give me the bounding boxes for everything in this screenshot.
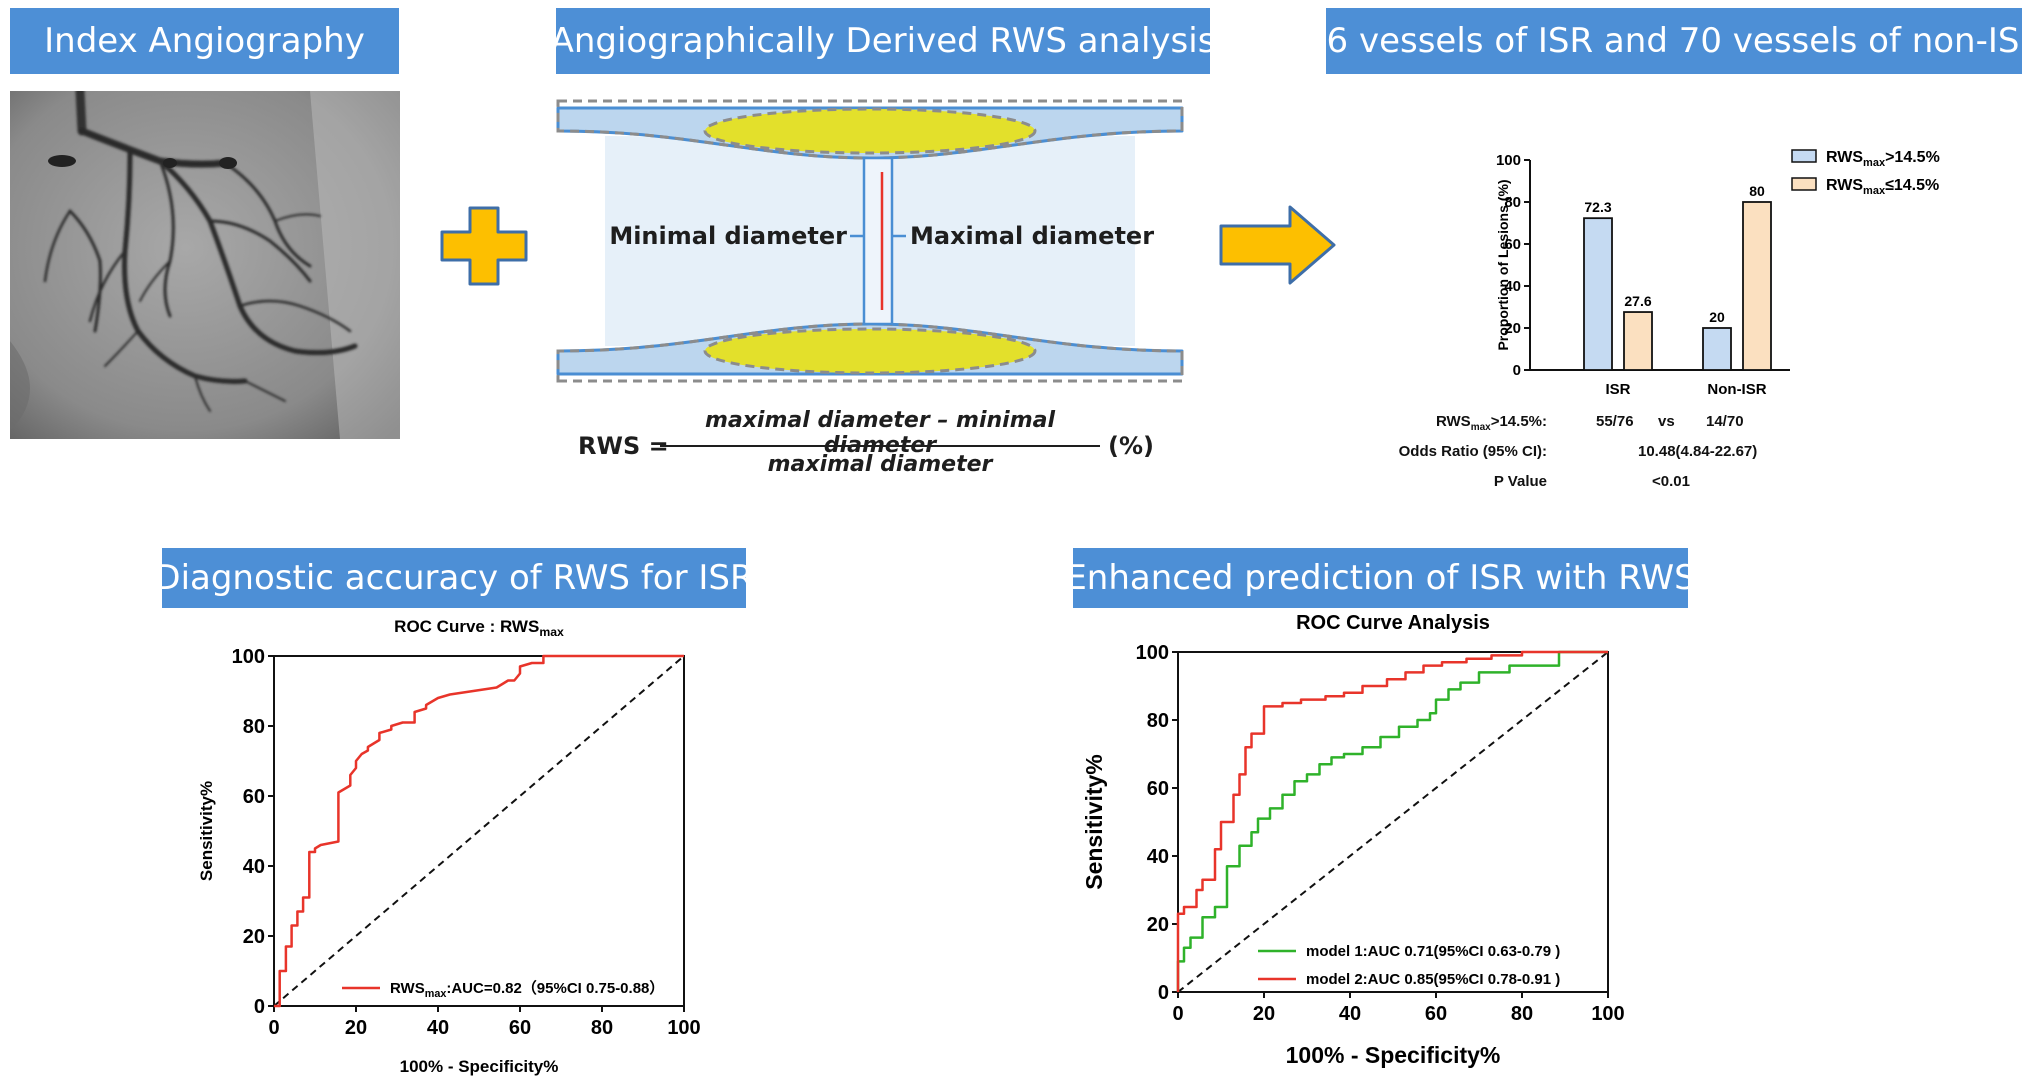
- formula-fraction-bar: [660, 445, 1100, 447]
- banner-vessels: 76 vessels of ISR and 70 vessels of non-…: [1305, 8, 2031, 74]
- x-tick-label: 40: [427, 1017, 449, 1039]
- formula-numerator: maximal diameter – minimal diameter: [704, 408, 1056, 458]
- y-tick-label: 60: [243, 786, 265, 808]
- x-tick-label: 80: [1511, 1003, 1533, 1025]
- legend-label: model 2:AUC 0.85(95%CI 0.78-0.91 ): [1306, 971, 1560, 988]
- stats-nonisr-count: 14/70: [1706, 413, 1744, 430]
- x-tick-label: 100: [667, 1017, 700, 1039]
- formula-unit: (%): [1108, 432, 1154, 460]
- y-tick-label: 20: [1504, 320, 1521, 337]
- bar: [1702, 327, 1732, 371]
- bar-value-label: 27.6: [1624, 293, 1651, 309]
- y-axis-label: Sensitivity%: [1081, 754, 1107, 890]
- y-tick-label: 0: [254, 996, 265, 1018]
- x-axis-label: 100% - Specificity%: [1286, 1042, 1501, 1068]
- legend-swatch: [1791, 149, 1817, 163]
- roc-chart-models: 0 20 40 60 80 100 0 20 40 60 80 100 ROC Curve Analys…: [1081, 612, 1625, 1068]
- x-axis-label: 100% - Specificity%: [400, 1057, 559, 1076]
- stats-p-label: P Value: [1493, 473, 1547, 490]
- maximal-diameter-label: Maximal diameter: [910, 222, 1154, 250]
- plot-frame: [1177, 651, 1609, 993]
- category-label: Non-ISR: [1707, 381, 1766, 398]
- y-tick-label: 20: [243, 926, 265, 948]
- formula-lhs: RWS =: [578, 432, 669, 460]
- stats-or-value: 10.48(4.84-22.67): [1638, 443, 1758, 460]
- x-tick-label: 80: [591, 1017, 613, 1039]
- category-label: ISR: [1605, 381, 1630, 398]
- stats-vs: vs: [1658, 413, 1675, 430]
- rws-formula: RWS = maximal diameter – minimal diamete…: [578, 408, 1178, 488]
- x-tick-label: 40: [1339, 1003, 1361, 1025]
- x-tick-label: 0: [268, 1017, 279, 1039]
- x-tick-label: 20: [345, 1017, 367, 1039]
- y-tick-label: 60: [1504, 236, 1521, 253]
- y-tick-label: 40: [1147, 846, 1169, 868]
- bar: [1742, 201, 1772, 371]
- stats-table: RWSmax>14.5%: 55/76 vs 14/70 Odds Ratio …: [1390, 410, 1790, 490]
- banner-index-angiography: Index Angiography: [10, 8, 399, 74]
- bar: [1583, 217, 1613, 371]
- y-tick-label: 100: [232, 646, 265, 668]
- y-tick-label: 40: [1504, 278, 1521, 295]
- x-tick-label: 20: [1253, 1003, 1275, 1025]
- y-axis-label: Sensitivity%: [197, 781, 216, 881]
- chart-title: ROC Curve : RWSmax: [394, 617, 564, 639]
- roc-curve: [1176, 650, 1608, 992]
- stats-rws-label: RWSmax>14.5%:: [1435, 413, 1547, 433]
- y-tick-label: 0: [1513, 362, 1521, 379]
- formula-denominator: maximal diameter: [767, 452, 993, 477]
- y-tick-label: 40: [243, 856, 265, 878]
- x-tick-label: 60: [1425, 1003, 1447, 1025]
- y-tick-label: 100: [1136, 642, 1169, 664]
- legend-label: model 1:AUC 0.71(95%CI 0.63-0.79 ): [1306, 943, 1560, 960]
- banner-rws-analysis: Angiographically Derived RWS analysis: [551, 8, 1215, 74]
- plot-frame: [273, 655, 685, 1007]
- y-axis-label: Proportion of Lesions (%): [1495, 179, 1511, 350]
- minimal-diameter-label: Minimal diameter: [609, 222, 847, 250]
- bar-value-label: 20: [1709, 309, 1725, 325]
- stats-or-label: Odds Ratio (95% CI):: [1398, 443, 1547, 460]
- y-tick-label: 60: [1147, 778, 1169, 800]
- y-tick-label: 0: [1158, 982, 1169, 1004]
- rws-vessel-diagram: Minimal diameter Maximal diameter: [556, 99, 1184, 383]
- legend-label: RWSmax:AUC=0.82（95%CI 0.75-0.88）: [390, 979, 664, 1000]
- legend-swatch: [1791, 177, 1817, 191]
- bar-value-label: 72.3: [1584, 199, 1611, 215]
- x-tick-label: 0: [1172, 1003, 1183, 1025]
- y-tick-label: 100: [1496, 152, 1521, 169]
- reference-diagonal: [1177, 651, 1609, 993]
- banner-enhanced-prediction: Enhanced prediction of ISR with RWS: [1065, 548, 1696, 608]
- stats-p-value: <0.01: [1652, 473, 1690, 490]
- bar: [1623, 311, 1653, 371]
- y-tick-label: 80: [1504, 194, 1521, 211]
- y-tick-label: 80: [243, 716, 265, 738]
- y-tick-label: 20: [1147, 914, 1169, 936]
- roc-curve: [1176, 650, 1608, 992]
- legend-label: RWSmax≤14.5%: [1826, 177, 1939, 197]
- x-tick-label: 100: [1591, 1003, 1624, 1025]
- y-tick-label: 80: [1147, 710, 1169, 732]
- banner-diagnostic-accuracy: Diagnostic accuracy of RWS for ISR: [154, 548, 754, 608]
- reference-diagonal: [273, 655, 685, 1007]
- bar-value-label: 80: [1749, 183, 1765, 199]
- chart-title: ROC Curve Analysis: [1296, 612, 1490, 634]
- right-arrow-icon: [1219, 205, 1336, 285]
- roc-chart-rws-max: 0 20 40 60 80 100 0 20 40 60 80 100 ROC Curve : RWSm…: [197, 617, 701, 1076]
- x-tick-label: 60: [509, 1017, 531, 1039]
- roc-curve: [274, 654, 684, 1008]
- legend-label: RWSmax>14.5%: [1826, 149, 1940, 169]
- stats-isr-count: 55/76: [1596, 413, 1634, 430]
- plus-icon: [440, 206, 528, 286]
- angiography-image: [10, 91, 400, 439]
